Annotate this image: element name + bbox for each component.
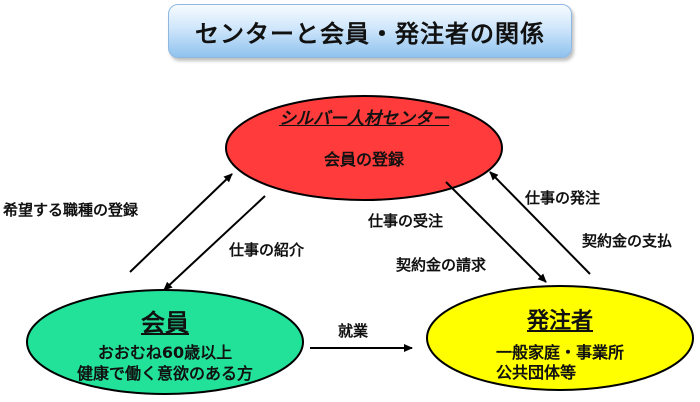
label-center-to-client-2: 契約金の請求: [396, 256, 487, 274]
client-desc-line1: 一般家庭・事業所: [495, 343, 624, 362]
label-center-to-client-1: 仕事の受注: [368, 212, 444, 230]
label-client-to-center-1: 仕事の発注: [525, 189, 601, 207]
arrow-center-to-client: [445, 181, 547, 283]
label-center-to-member: 仕事の紹介: [229, 241, 305, 259]
client-node: [426, 285, 694, 391]
center-role: 会員の登録: [323, 150, 404, 169]
client-name: 発注者: [526, 309, 593, 334]
label-client-to-center-2: 契約金の支払: [582, 232, 673, 250]
center-node: [225, 95, 503, 201]
label-member-to-client: 就業: [338, 322, 369, 340]
member-desc-line1: おおむね60歳以上: [97, 343, 233, 362]
arrow-client-to-center: [489, 171, 591, 275]
center-name: シルバー人材センター: [279, 109, 449, 129]
diagram-title: センターと会員・発注者の関係: [168, 4, 572, 58]
member-name: 会員: [141, 309, 189, 337]
label-member-to-center: 希望する職種の登録: [3, 201, 139, 219]
arrow-center-to-member: [163, 195, 266, 291]
client-desc-line2: 公共団体等: [496, 363, 577, 382]
member-desc-line2: 健康で働く意欲のある方: [76, 364, 253, 383]
arrow-member-to-center: [129, 173, 233, 273]
